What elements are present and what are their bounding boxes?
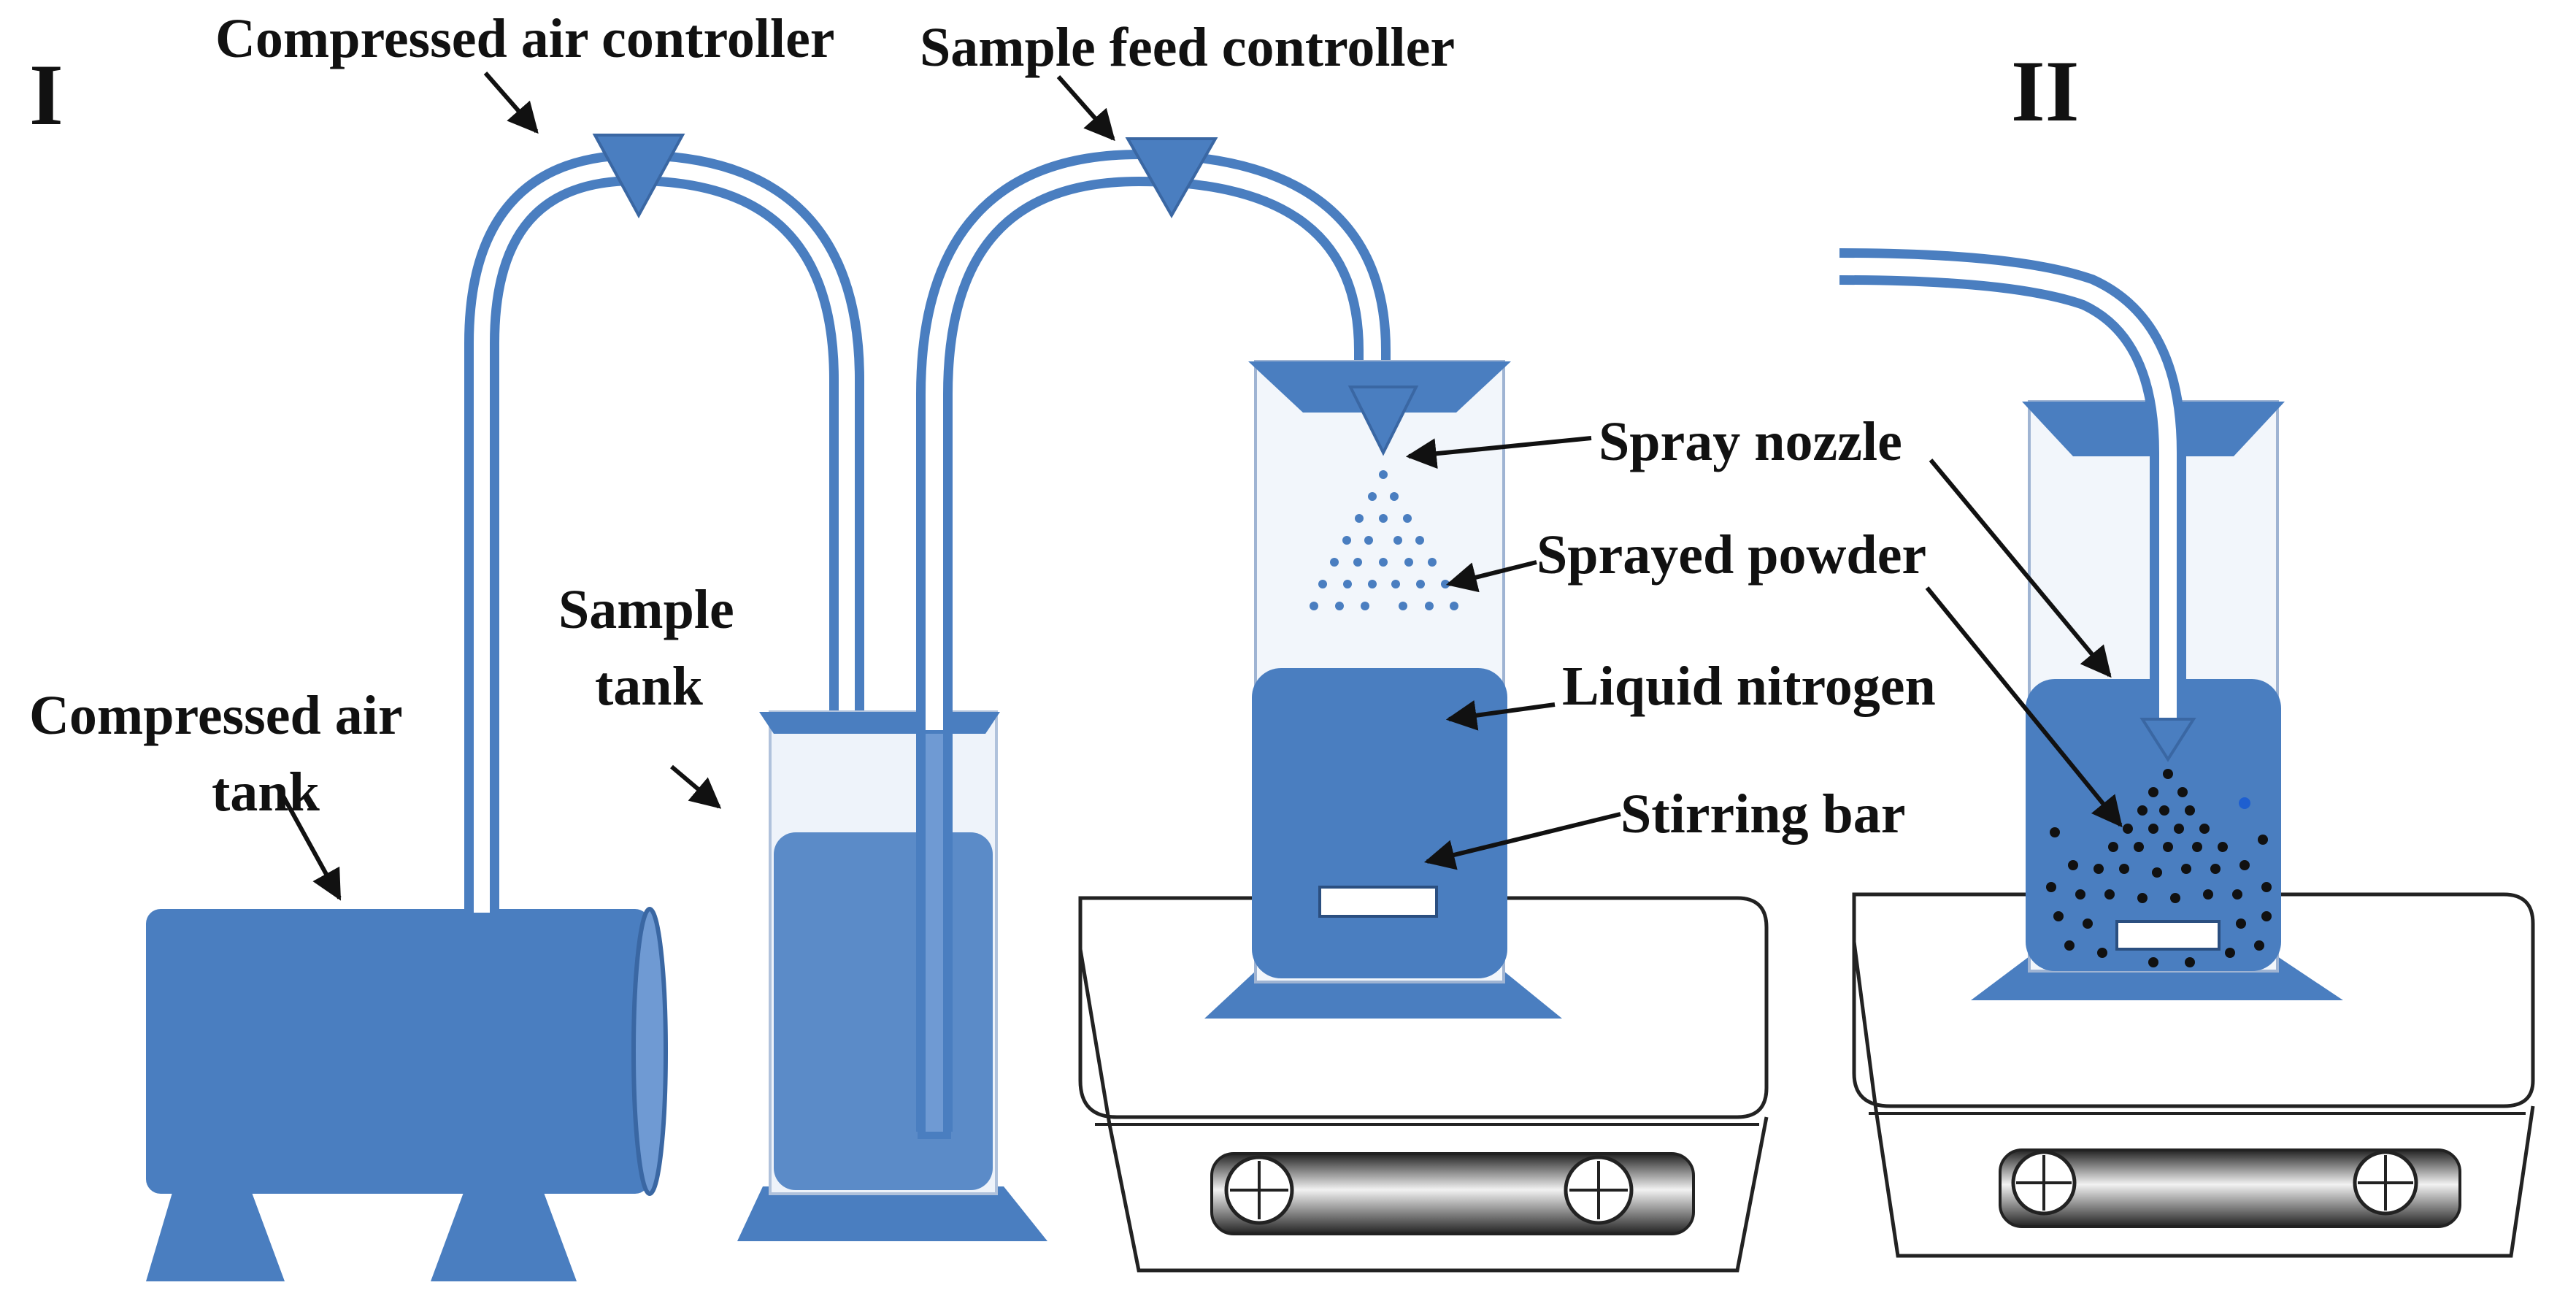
label-sample-tank-2: tank <box>595 656 704 717</box>
highlight-particle <box>2239 797 2250 809</box>
label-air-tank-2: tank <box>212 762 320 823</box>
sample-feed-hose <box>916 149 1391 1139</box>
stirring-bar-2 <box>2115 920 2221 951</box>
compressed-air-tank <box>146 907 668 1281</box>
sprayed-powder-particles <box>2046 769 2272 967</box>
label-liquid-nitrogen: Liquid nitrogen <box>1562 656 1936 717</box>
label-air-tank-1: Compressed air <box>29 685 403 746</box>
spray-nozzle-2 <box>2139 718 2196 762</box>
label-sample-tank-1: Sample <box>558 579 734 640</box>
compressed-air-controller-valve <box>592 134 685 219</box>
panel-label-i: I <box>29 46 64 143</box>
label-stirring-bar: Stirring bar <box>1620 783 1906 845</box>
label-compressed-air-controller: Compressed air controller <box>215 8 835 69</box>
sample-feed-hose-2 <box>1839 248 2196 762</box>
spray-nozzle <box>1347 386 1419 456</box>
label-spray-nozzle: Spray nozzle <box>1599 411 1902 472</box>
stirring-bar <box>1318 886 1438 918</box>
label-sample-feed-controller: Sample feed controller <box>920 17 1455 78</box>
spray-chamber-beaker <box>1204 360 1562 1019</box>
label-arrows <box>279 72 2123 901</box>
sample-feed-controller-valve <box>1125 137 1218 219</box>
panel-label-ii: II <box>2011 42 2079 139</box>
sample-tank <box>737 710 1047 1241</box>
label-sprayed-powder: Sprayed powder <box>1537 524 1926 586</box>
